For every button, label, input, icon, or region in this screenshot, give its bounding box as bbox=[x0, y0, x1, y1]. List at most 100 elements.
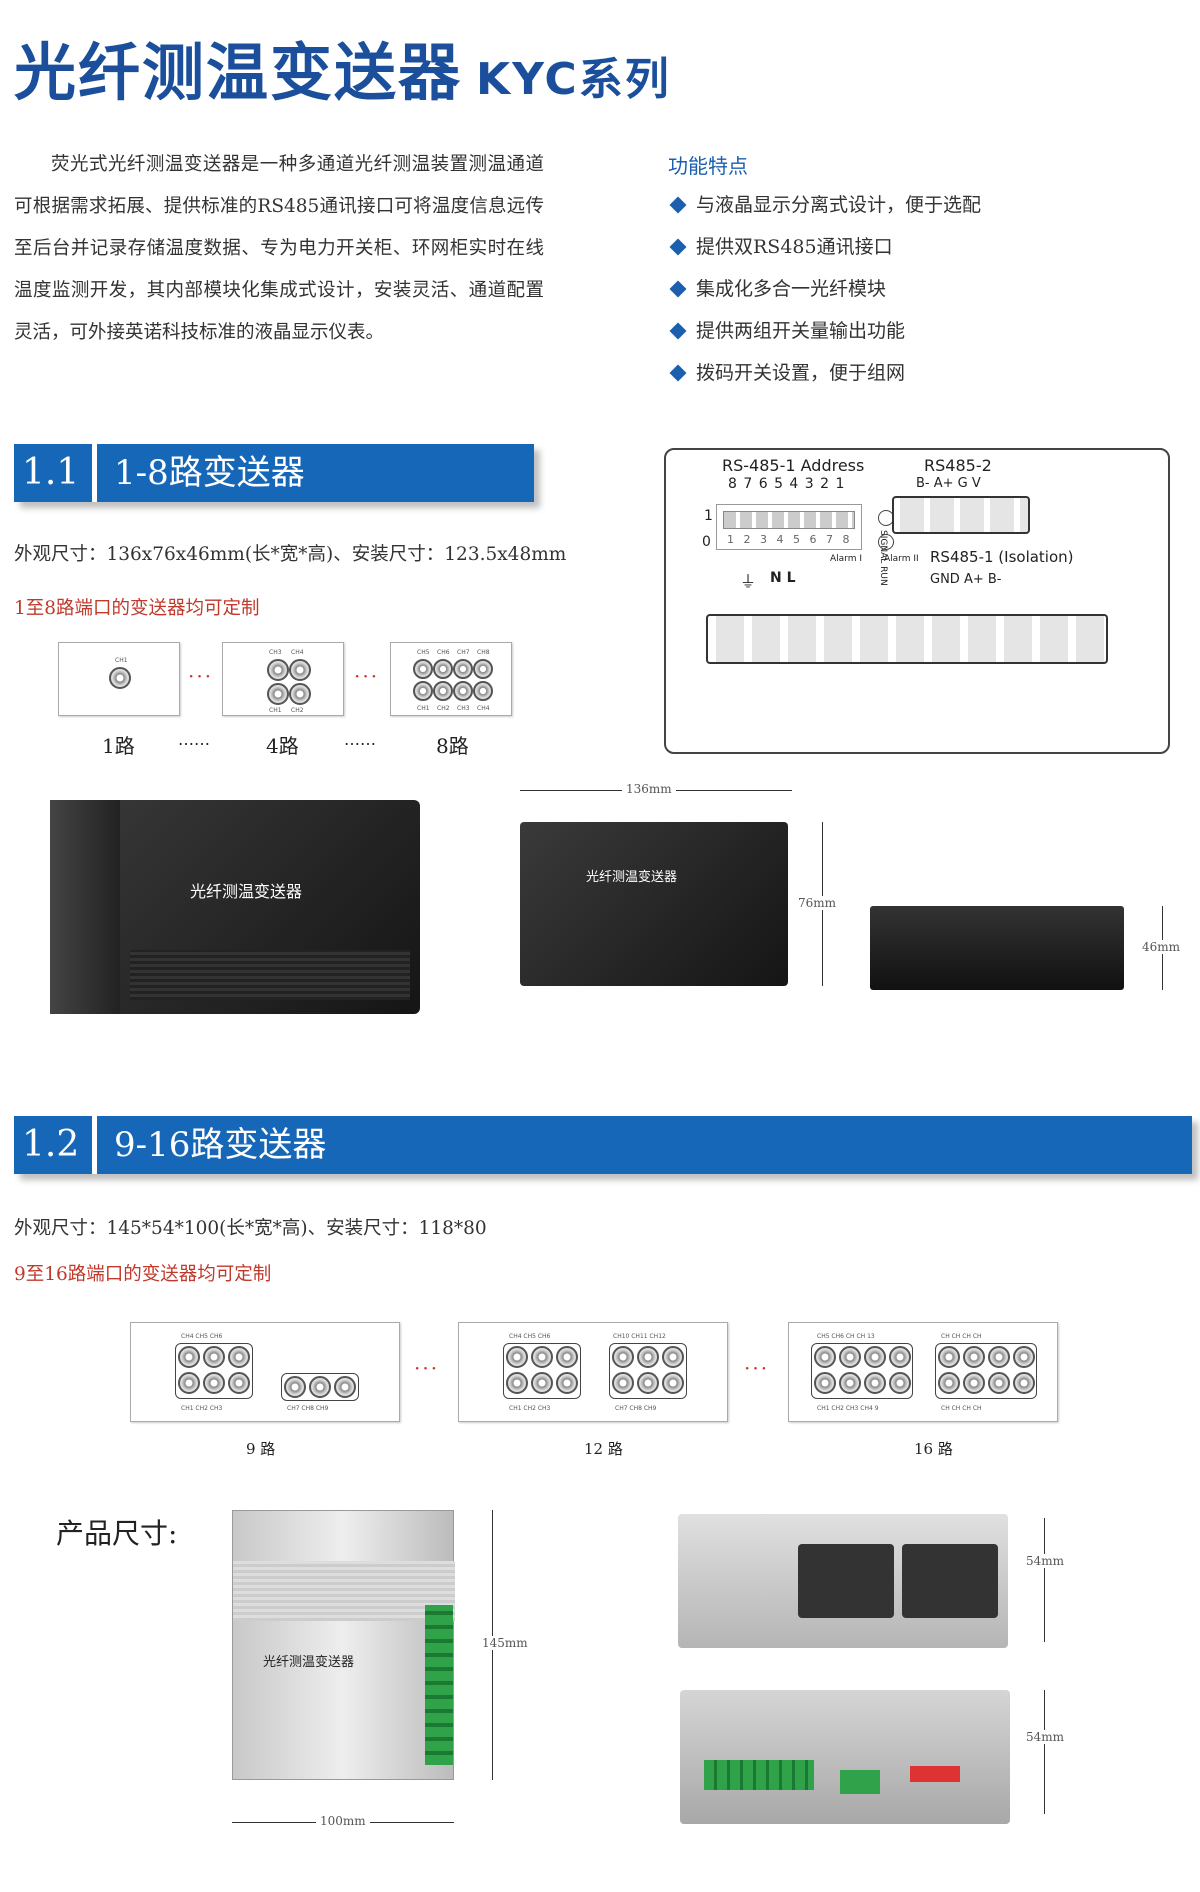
fiber-port-icon bbox=[1013, 1372, 1035, 1394]
section-number: 1.1 bbox=[22, 452, 80, 493]
fiber-port-icon bbox=[988, 1372, 1010, 1394]
wiring-diagram: RS-485-1 Address 8 7 6 5 4 3 2 1 1 0 1 2… bbox=[664, 448, 1170, 754]
port-cluster bbox=[798, 1544, 894, 1618]
fiber-port-icon bbox=[413, 681, 433, 701]
device-photo-16ch-terminals bbox=[680, 1690, 1010, 1824]
fiber-port-icon bbox=[267, 659, 289, 681]
port-group bbox=[175, 1343, 253, 1399]
fiber-port-icon bbox=[988, 1346, 1010, 1368]
green-terminal-strip bbox=[704, 1760, 814, 1790]
label-9-channel: 9 路 bbox=[246, 1440, 276, 1458]
alarm-1-label: Alarm I bbox=[830, 554, 862, 564]
ellipsis-dots: ··· bbox=[414, 1356, 440, 1380]
fiber-port-icon bbox=[889, 1372, 911, 1394]
fiber-port-icon bbox=[938, 1346, 960, 1368]
port-group bbox=[935, 1343, 1037, 1399]
feature-item: 提供双RS485通讯接口 bbox=[668, 226, 981, 268]
panel-16-channel: CH5 CH6 CH CH 13 CH CH CH CH CH1 CH2 CH3… bbox=[788, 1322, 1058, 1422]
device-label: 光纤测温变送器 bbox=[190, 882, 303, 901]
fiber-port-icon bbox=[284, 1376, 306, 1398]
diamond-bullet-icon bbox=[669, 322, 687, 340]
section2-custom-note: 9至16路端口的变送器均可定制 bbox=[14, 1264, 272, 1285]
fiber-port-icon bbox=[637, 1372, 659, 1394]
section1-custom-note: 1至8路端口的变送器均可定制 bbox=[14, 598, 260, 619]
green-terminal-small bbox=[840, 1770, 880, 1794]
switch-on-label: 1 bbox=[704, 508, 713, 524]
feature-item: 提供两组开关量输出功能 bbox=[668, 310, 981, 352]
section1-spec: 外观尺寸：136x76x46mm(长*宽*高)、安装尺寸：123.5x48mm bbox=[14, 544, 567, 565]
fiber-port-icon bbox=[889, 1346, 911, 1368]
device-grille bbox=[130, 950, 410, 1000]
fiber-port-icon bbox=[203, 1372, 225, 1394]
rs485-2-terminal bbox=[892, 496, 1030, 534]
ellipsis-dots: ··· bbox=[744, 1356, 770, 1380]
fiber-port-icon bbox=[612, 1372, 634, 1394]
fiber-port-icon bbox=[531, 1372, 553, 1394]
fiber-port-icon bbox=[1013, 1346, 1035, 1368]
fiber-port-icon bbox=[814, 1346, 836, 1368]
section-header-1-1: 1.1 1-8路变送器 bbox=[14, 444, 534, 502]
fiber-port-icon bbox=[289, 683, 311, 705]
fiber-port-icon bbox=[453, 681, 473, 701]
fiber-port-icon bbox=[334, 1376, 356, 1398]
section-title: 1-8路变送器 bbox=[114, 453, 305, 493]
fiber-port-icon bbox=[506, 1346, 528, 1368]
dip-switch-toggles bbox=[723, 511, 855, 529]
ellipsis-dots: ··· bbox=[188, 664, 214, 688]
panel-8-channel: CH5 CH6 CH7 CH8 CH1 CH2 CH3 CH4 bbox=[390, 642, 512, 716]
device-photo-16ch-ports bbox=[678, 1514, 1008, 1648]
dip-switch: 1 2 3 4 5 6 7 8 bbox=[716, 504, 862, 550]
panel-9-channel: CH4 CH5 CH6 CH1 CH2 CH3 CH7 CH8 CH9 bbox=[130, 1322, 400, 1422]
label-12-channel: 12 路 bbox=[584, 1440, 623, 1458]
section-title: 9-16路变送器 bbox=[114, 1125, 327, 1165]
fiber-port-icon bbox=[178, 1372, 200, 1394]
diamond-bullet-icon bbox=[669, 364, 687, 382]
address-digits: 8 7 6 5 4 3 2 1 bbox=[728, 476, 846, 492]
alarm-2-label: Alarm II bbox=[884, 554, 919, 564]
section-divider bbox=[92, 1116, 97, 1174]
ellipsis: …… bbox=[344, 730, 376, 749]
features-list: 与液晶显示分离式设计，便于选配 提供双RS485通讯接口 集成化多合一光纤模块 … bbox=[668, 184, 981, 394]
title-main: 光纤测温变送器 bbox=[14, 36, 463, 109]
label-8-channel: 8路 bbox=[436, 734, 469, 758]
rs485-1-pins: GND A+ B- bbox=[930, 572, 1002, 587]
fiber-port-icon bbox=[963, 1372, 985, 1394]
diamond-bullet-icon bbox=[669, 280, 687, 298]
rs485-2-pins: B- A+ G V bbox=[916, 476, 981, 491]
device-grille bbox=[233, 1561, 455, 1621]
fiber-port-icon bbox=[839, 1372, 861, 1394]
section-number: 1.2 bbox=[22, 1124, 80, 1165]
product-size-label: 产品尺寸: bbox=[56, 1517, 178, 1550]
dim-145-label: 145mm bbox=[482, 1636, 528, 1650]
feature-item: 集成化多合一光纤模块 bbox=[668, 268, 981, 310]
feature-item: 与液晶显示分离式设计，便于选配 bbox=[668, 184, 981, 226]
port-group bbox=[281, 1373, 359, 1401]
diamond-bullet-icon bbox=[669, 238, 687, 256]
fiber-port-icon bbox=[433, 659, 453, 679]
fiber-port-icon bbox=[814, 1372, 836, 1394]
intro-paragraph: 荧光式光纤测温变送器是一种多通道光纤测温装置测温通道可根据需求拓展、提供标准的R… bbox=[14, 154, 544, 343]
led-run-icon bbox=[878, 534, 894, 550]
fiber-port-icon bbox=[938, 1372, 960, 1394]
device-photo-side bbox=[870, 906, 1124, 990]
fiber-port-icon bbox=[433, 681, 453, 701]
label-16-channel: 16 路 bbox=[914, 1440, 953, 1458]
fiber-port-icon bbox=[178, 1346, 200, 1368]
dim-height-label: 46mm bbox=[1142, 940, 1181, 954]
fiber-port-icon bbox=[864, 1372, 886, 1394]
device-label: 光纤测温变送器 bbox=[263, 1655, 355, 1670]
section-divider bbox=[92, 444, 97, 502]
ellipsis-dots: ··· bbox=[354, 664, 380, 688]
fiber-port-icon bbox=[109, 667, 131, 689]
title-series: KYC系列 bbox=[476, 54, 671, 105]
device-photo-front: 光纤测温变送器 bbox=[520, 822, 788, 986]
rs485-2-label: RS485-2 bbox=[924, 456, 992, 475]
fiber-port-icon bbox=[531, 1346, 553, 1368]
diamond-bullet-icon bbox=[669, 196, 687, 214]
fiber-port-icon bbox=[453, 659, 473, 679]
section2-spec: 外观尺寸：145*54*100(长*宽*高)、安装尺寸：118*80 bbox=[14, 1218, 487, 1239]
fiber-port-icon bbox=[506, 1372, 528, 1394]
main-terminal-block bbox=[706, 614, 1108, 664]
section-header-1-2: 1.2 9-16路变送器 bbox=[14, 1116, 1192, 1174]
rs485-1-isolation-label: RS485-1 (Isolation) bbox=[930, 548, 1074, 566]
